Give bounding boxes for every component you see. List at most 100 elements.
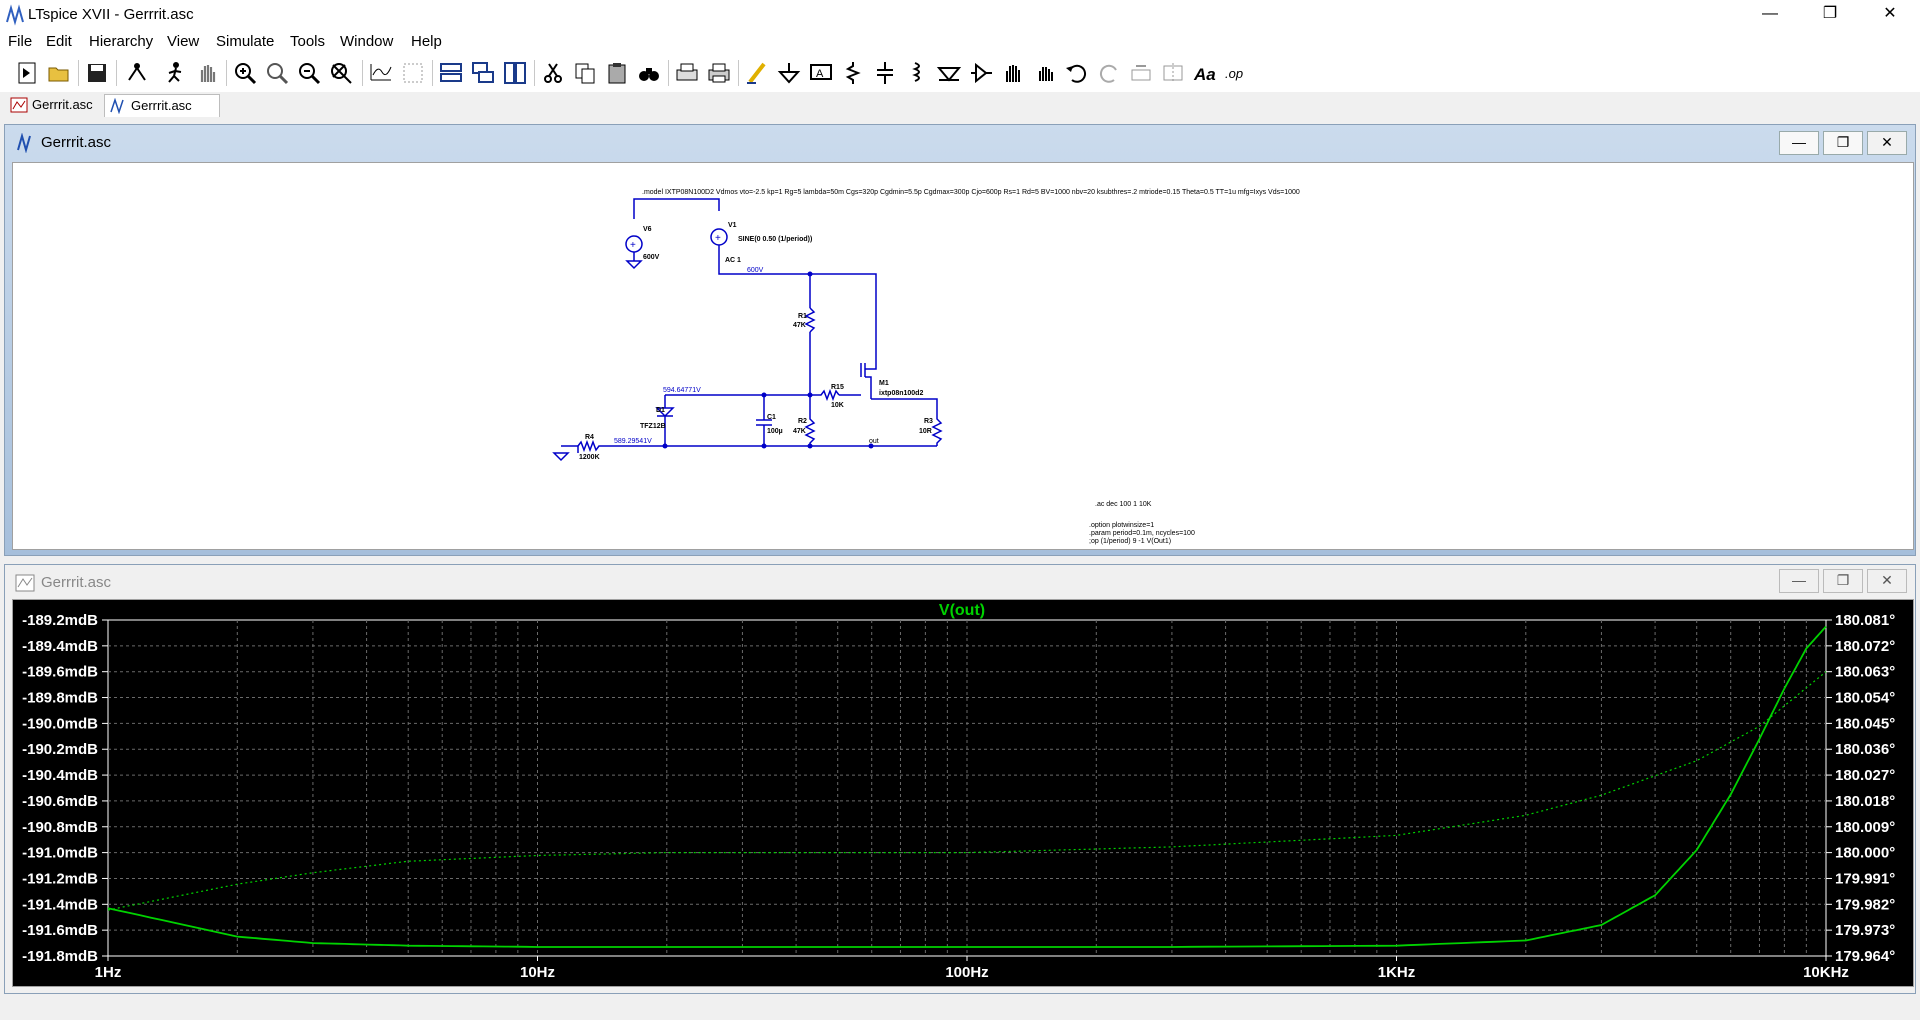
menu-simulate[interactable]: Simulate [216, 33, 275, 50]
tab-schematic[interactable]: Gerrrit.asc [104, 94, 220, 117]
r2-value[interactable]: 47K [793, 428, 806, 435]
menu-view[interactable]: View [167, 33, 200, 50]
inductor-icon[interactable] [904, 60, 930, 86]
pan-icon[interactable] [264, 60, 290, 86]
component-icon[interactable] [968, 60, 994, 86]
capacitor-icon[interactable] [872, 60, 898, 86]
schematic-canvas[interactable]: + + .model IXTP08N100D2 Vdmos vto=-2.5 k… [12, 162, 1914, 550]
schematic-icon [17, 133, 31, 153]
find-icon[interactable] [636, 60, 662, 86]
svg-text:+: + [715, 233, 721, 244]
copy-icon[interactable] [572, 60, 598, 86]
new-schematic-icon[interactable] [14, 60, 40, 86]
ground-icon[interactable] [776, 60, 802, 86]
text-icon[interactable]: Aa [1192, 60, 1218, 86]
model-directive[interactable]: .model IXTP08N100D2 Vdmos vto=-2.5 kp=1 … [642, 189, 1300, 196]
ac-directive[interactable]: .ac dec 100 1 10K [1095, 501, 1152, 508]
delete-plot-icon[interactable] [400, 60, 426, 86]
waveform-plot[interactable]: V(out) -189.2mdB-189.4mdB-189.6mdB-189.8… [12, 599, 1914, 987]
print-setup-icon[interactable] [674, 60, 700, 86]
menu-tools[interactable]: Tools [290, 33, 326, 50]
redo-icon[interactable] [1096, 60, 1122, 86]
param-directive[interactable]: .param period=0.1m, ncycles=100 [1089, 530, 1195, 537]
tile-vertical-icon[interactable] [502, 60, 528, 86]
schematic-minimize-button[interactable]: — [1779, 131, 1819, 155]
x-tick-label: 10Hz [520, 964, 555, 981]
option-directive[interactable]: .option plotwinsize=1 [1089, 522, 1154, 529]
zoom-out-icon[interactable] [296, 60, 322, 86]
title-bar: LTspice XVII - Gerrrit.asc — ❐ ✕ [0, 0, 1920, 30]
v6-name: V6 [643, 226, 652, 233]
rotate-icon[interactable] [1128, 60, 1154, 86]
m1-value[interactable]: ixtp08n100d2 [879, 390, 923, 397]
chart-title[interactable]: V(out) [939, 602, 985, 619]
draw-wire-icon[interactable] [744, 60, 770, 86]
cascade-icon[interactable] [470, 60, 496, 86]
paste-icon[interactable] [604, 60, 630, 86]
document-tabs: Gerrrit.asc Gerrrit.asc [0, 92, 1920, 120]
diode-icon[interactable] [936, 60, 962, 86]
r3-value[interactable]: 10R [919, 428, 932, 435]
cut-icon[interactable] [540, 60, 566, 86]
menu-hierarchy[interactable]: Hierarchy [89, 33, 154, 50]
menu-file[interactable]: File [8, 33, 33, 50]
drag-hand-icon[interactable] [1032, 60, 1058, 86]
r4-name: R4 [585, 434, 594, 441]
spice-directive-icon[interactable]: .op [1224, 60, 1250, 86]
tab-waveform[interactable]: Gerrrit.asc [6, 94, 122, 116]
tile-horizontal-icon[interactable] [438, 60, 464, 86]
waveform-window-titlebar[interactable]: Gerrrit.asc — ❐ ✕ [5, 565, 1915, 601]
r4-value[interactable]: 1200K [579, 454, 600, 461]
undo-icon[interactable] [1064, 60, 1090, 86]
right-tick-label: 180.027° [1835, 767, 1895, 784]
v1-name: V1 [728, 222, 737, 229]
toolbar: A Aa .op [0, 54, 1920, 93]
waveform-close-button[interactable]: ✕ [1867, 569, 1907, 593]
traces[interactable] [107, 625, 1827, 948]
r1-value[interactable]: 47K [793, 322, 806, 329]
save-icon[interactable] [84, 60, 110, 86]
restore-button[interactable]: ❐ [1822, 5, 1838, 22]
minimize-button[interactable]: — [1762, 5, 1778, 22]
right-tick-label: 179.982° [1835, 896, 1895, 913]
r15-value[interactable]: 10K [831, 402, 844, 409]
schematic-restore-button[interactable]: ❐ [1823, 131, 1863, 155]
move-hand-icon[interactable] [1000, 60, 1026, 86]
menu-window[interactable]: Window [340, 33, 394, 50]
left-tick-label: -191.0mdB [22, 845, 98, 862]
schematic-window-titlebar[interactable]: Gerrrit.asc — ❐ ✕ [5, 125, 1915, 161]
menu-edit[interactable]: Edit [46, 33, 72, 50]
resistor-icon[interactable] [840, 60, 866, 86]
run-icon[interactable] [162, 60, 188, 86]
schematic-close-button[interactable]: ✕ [1867, 131, 1907, 155]
bode-chart[interactable]: V(out) -189.2mdB-189.4mdB-189.6mdB-189.8… [13, 600, 1913, 986]
control-panel-icon[interactable] [124, 60, 150, 86]
v1-value[interactable]: SINE(0 0.50 (1/period)) [738, 236, 812, 243]
label-net-icon[interactable]: A [808, 60, 834, 86]
magnitude-trace[interactable] [107, 625, 1827, 948]
zoom-fit-icon[interactable] [328, 60, 354, 86]
waveform-restore-button[interactable]: ❐ [1823, 569, 1863, 593]
op-directive[interactable]: ;op (1/period) 9 -1 V(Out1) [1089, 538, 1171, 545]
v6-value[interactable]: 600V [643, 254, 660, 261]
waveform-window-title: Gerrrit.asc [41, 574, 112, 591]
open-folder-icon[interactable] [46, 60, 72, 86]
d1-value[interactable]: TFZ12B [640, 423, 666, 430]
autorange-icon[interactable] [368, 60, 394, 86]
waveform-minimize-button[interactable]: — [1779, 569, 1819, 593]
menu-bar: File Edit Hierarchy View Simulate Tools … [0, 30, 1920, 55]
x-tick-label: 100Hz [945, 964, 988, 981]
svg-text:Aa: Aa [1193, 65, 1216, 84]
close-button[interactable]: ✕ [1883, 5, 1897, 22]
c1-value[interactable]: 100µ [767, 428, 783, 435]
left-tick-label: -191.8mdB [22, 948, 98, 965]
right-tick-label: 180.081° [1835, 612, 1895, 629]
halt-hand-icon[interactable] [194, 60, 220, 86]
print-icon[interactable] [706, 60, 732, 86]
mirror-icon[interactable] [1160, 60, 1186, 86]
phase-trace[interactable] [107, 671, 1827, 911]
svg-text:+: + [630, 240, 636, 251]
zoom-in-icon[interactable] [232, 60, 258, 86]
menu-help[interactable]: Help [411, 33, 442, 50]
v1-ac[interactable]: AC 1 [725, 257, 741, 264]
